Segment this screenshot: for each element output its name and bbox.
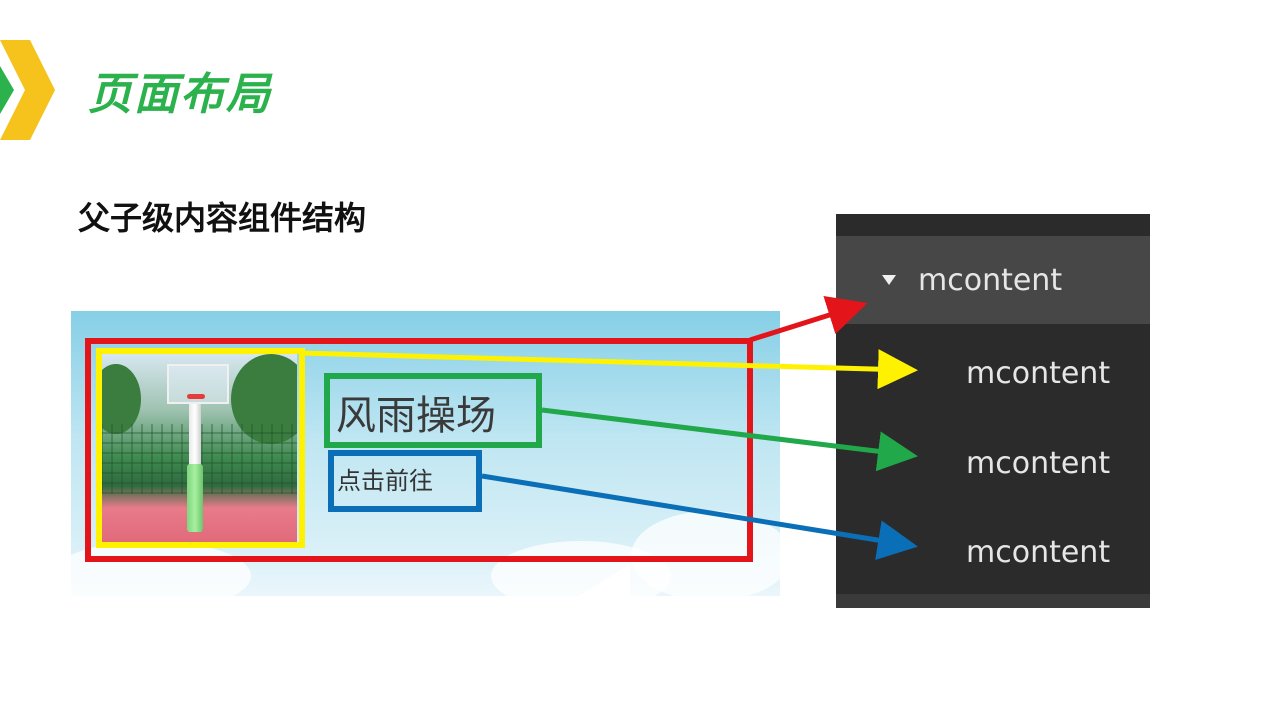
card-title: 风雨操场 — [336, 393, 496, 439]
title-component-outline — [324, 373, 542, 448]
section-subtitle: 父子级内容组件结构 — [78, 199, 367, 237]
playground-image[interactable] — [101, 354, 297, 542]
card-link[interactable]: 点击前往 — [337, 467, 433, 495]
image-component-outline — [96, 348, 305, 548]
tree-node-label: mcontent — [966, 355, 1111, 391]
tree-node-child[interactable]: mcontent — [836, 328, 1150, 418]
page-title: 页面布局 — [88, 69, 272, 120]
tree-node-label: mcontent — [966, 534, 1111, 570]
paper-plane-icon — [570, 564, 630, 596]
tree-node-child[interactable]: mcontent — [836, 507, 1150, 597]
tree-node-label: mcontent — [966, 445, 1111, 481]
link-component-outline — [328, 450, 482, 512]
chevron-right-icon — [0, 40, 55, 140]
caret-down-icon[interactable] — [882, 275, 896, 285]
panel-footer-bar — [836, 594, 1150, 608]
tree-node-child[interactable]: mcontent — [836, 418, 1150, 508]
component-tree-panel: mcontent mcontent mcontent mcontent — [836, 214, 1150, 608]
tree-node-parent[interactable]: mcontent — [836, 236, 1150, 324]
tree-node-label: mcontent — [918, 262, 1063, 298]
